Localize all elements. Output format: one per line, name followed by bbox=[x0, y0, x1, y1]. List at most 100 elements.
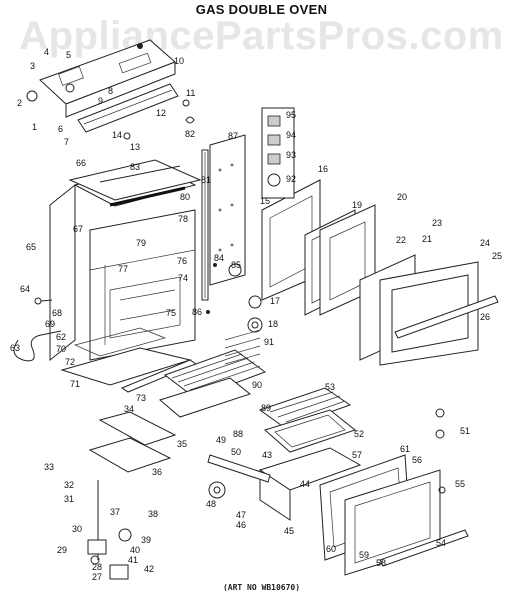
part-label-75: 75 bbox=[166, 308, 176, 318]
part-label-3: 3 bbox=[30, 61, 35, 71]
part-label-61: 61 bbox=[400, 444, 410, 454]
part-label-10: 10 bbox=[174, 56, 184, 66]
part-label-38: 38 bbox=[148, 509, 158, 519]
watermark: AppliancePartsPros.com bbox=[19, 14, 504, 58]
part-label-77: 77 bbox=[118, 264, 128, 274]
part-label-8: 8 bbox=[108, 86, 113, 96]
part-label-18: 18 bbox=[268, 319, 278, 329]
part-label-85: 85 bbox=[231, 260, 241, 270]
part-label-83: 83 bbox=[130, 162, 140, 172]
part-label-15: 15 bbox=[260, 196, 270, 206]
part-label-40: 40 bbox=[130, 545, 140, 555]
trim-strip bbox=[77, 83, 179, 133]
part-label-95: 95 bbox=[286, 110, 296, 120]
part-label-16: 16 bbox=[318, 164, 328, 174]
part-label-78: 78 bbox=[178, 214, 188, 224]
part-label-88: 88 bbox=[233, 429, 243, 439]
part-label-55: 55 bbox=[455, 479, 465, 489]
control-panel bbox=[26, 39, 176, 118]
part-label-89: 89 bbox=[261, 403, 271, 413]
part-label-46: 46 bbox=[236, 520, 246, 530]
diagram-title: GAS DOUBLE OVEN bbox=[195, 2, 328, 17]
part-label-67: 67 bbox=[73, 224, 83, 234]
part-label-59: 59 bbox=[359, 550, 369, 560]
oven-rack bbox=[163, 349, 267, 399]
small-knobs bbox=[123, 99, 195, 140]
part-label-33: 33 bbox=[44, 462, 54, 472]
part-label-57: 57 bbox=[352, 450, 362, 460]
part-label-71: 71 bbox=[70, 379, 80, 389]
part-label-73: 73 bbox=[136, 393, 146, 403]
part-label-58: 58 bbox=[376, 558, 386, 568]
part-label-51: 51 bbox=[460, 426, 470, 436]
part-label-60: 60 bbox=[326, 544, 336, 554]
rack-supports bbox=[224, 329, 261, 365]
part-label-21: 21 bbox=[422, 234, 432, 244]
part-label-56: 56 bbox=[412, 455, 422, 465]
side-trim bbox=[201, 149, 209, 301]
part-label-92: 92 bbox=[286, 174, 296, 184]
part-label-91: 91 bbox=[264, 337, 274, 347]
part-label-1: 1 bbox=[32, 122, 37, 132]
part-label-45: 45 bbox=[284, 526, 294, 536]
burner-shield bbox=[98, 411, 177, 446]
part-label-68: 68 bbox=[52, 308, 62, 318]
part-label-23: 23 bbox=[432, 218, 442, 228]
part-label-35: 35 bbox=[177, 439, 187, 449]
part-label-26: 26 bbox=[480, 312, 490, 322]
part-label-74: 74 bbox=[178, 273, 188, 283]
accessory-box bbox=[261, 107, 295, 199]
part-label-19: 19 bbox=[352, 200, 362, 210]
part-label-24: 24 bbox=[480, 238, 490, 248]
part-label-70: 70 bbox=[56, 344, 66, 354]
broiler-grid bbox=[258, 387, 352, 429]
part-label-2: 2 bbox=[17, 98, 22, 108]
part-label-42: 42 bbox=[144, 564, 154, 574]
part-label-9: 9 bbox=[98, 96, 103, 106]
valve-assembly bbox=[87, 480, 132, 580]
part-label-80: 80 bbox=[180, 192, 190, 202]
part-label-50: 50 bbox=[231, 447, 241, 457]
part-label-29: 29 bbox=[57, 545, 67, 555]
part-label-25: 25 bbox=[492, 251, 502, 261]
part-label-54: 54 bbox=[436, 538, 446, 548]
part-label-66: 66 bbox=[76, 158, 86, 168]
part-label-62: 62 bbox=[56, 332, 66, 342]
part-label-31: 31 bbox=[64, 494, 74, 504]
part-label-79: 79 bbox=[136, 238, 146, 248]
part-label-87: 87 bbox=[228, 131, 238, 141]
part-label-43: 43 bbox=[262, 450, 272, 460]
art-number: (ART NO WB10670) bbox=[222, 583, 301, 592]
part-label-81: 81 bbox=[201, 175, 211, 185]
top-panel bbox=[68, 159, 202, 207]
igniter-parts bbox=[206, 263, 263, 333]
part-label-52: 52 bbox=[354, 429, 364, 439]
part-label-64: 64 bbox=[20, 284, 30, 294]
part-label-76: 76 bbox=[177, 256, 187, 266]
burner-baffle bbox=[88, 437, 172, 473]
part-label-48: 48 bbox=[206, 499, 216, 509]
part-label-47: 47 bbox=[236, 510, 246, 520]
part-label-82: 82 bbox=[185, 129, 195, 139]
part-label-86: 86 bbox=[192, 307, 202, 317]
part-label-90: 90 bbox=[252, 380, 262, 390]
part-label-72: 72 bbox=[65, 357, 75, 367]
part-label-93: 93 bbox=[286, 150, 296, 160]
part-label-34: 34 bbox=[124, 404, 134, 414]
part-label-69: 69 bbox=[45, 319, 55, 329]
loose-screws bbox=[435, 408, 446, 494]
part-label-32: 32 bbox=[64, 480, 74, 490]
part-label-41: 41 bbox=[128, 555, 138, 565]
part-label-4: 4 bbox=[44, 47, 49, 57]
part-label-53: 53 bbox=[325, 382, 335, 392]
gas-line bbox=[13, 297, 62, 362]
part-label-49: 49 bbox=[216, 435, 226, 445]
drawer-handle-lower bbox=[379, 529, 469, 567]
part-label-17: 17 bbox=[270, 296, 280, 306]
part-label-39: 39 bbox=[141, 535, 151, 545]
part-label-13: 13 bbox=[130, 142, 140, 152]
drawer-body bbox=[258, 447, 362, 521]
part-label-44: 44 bbox=[300, 479, 310, 489]
